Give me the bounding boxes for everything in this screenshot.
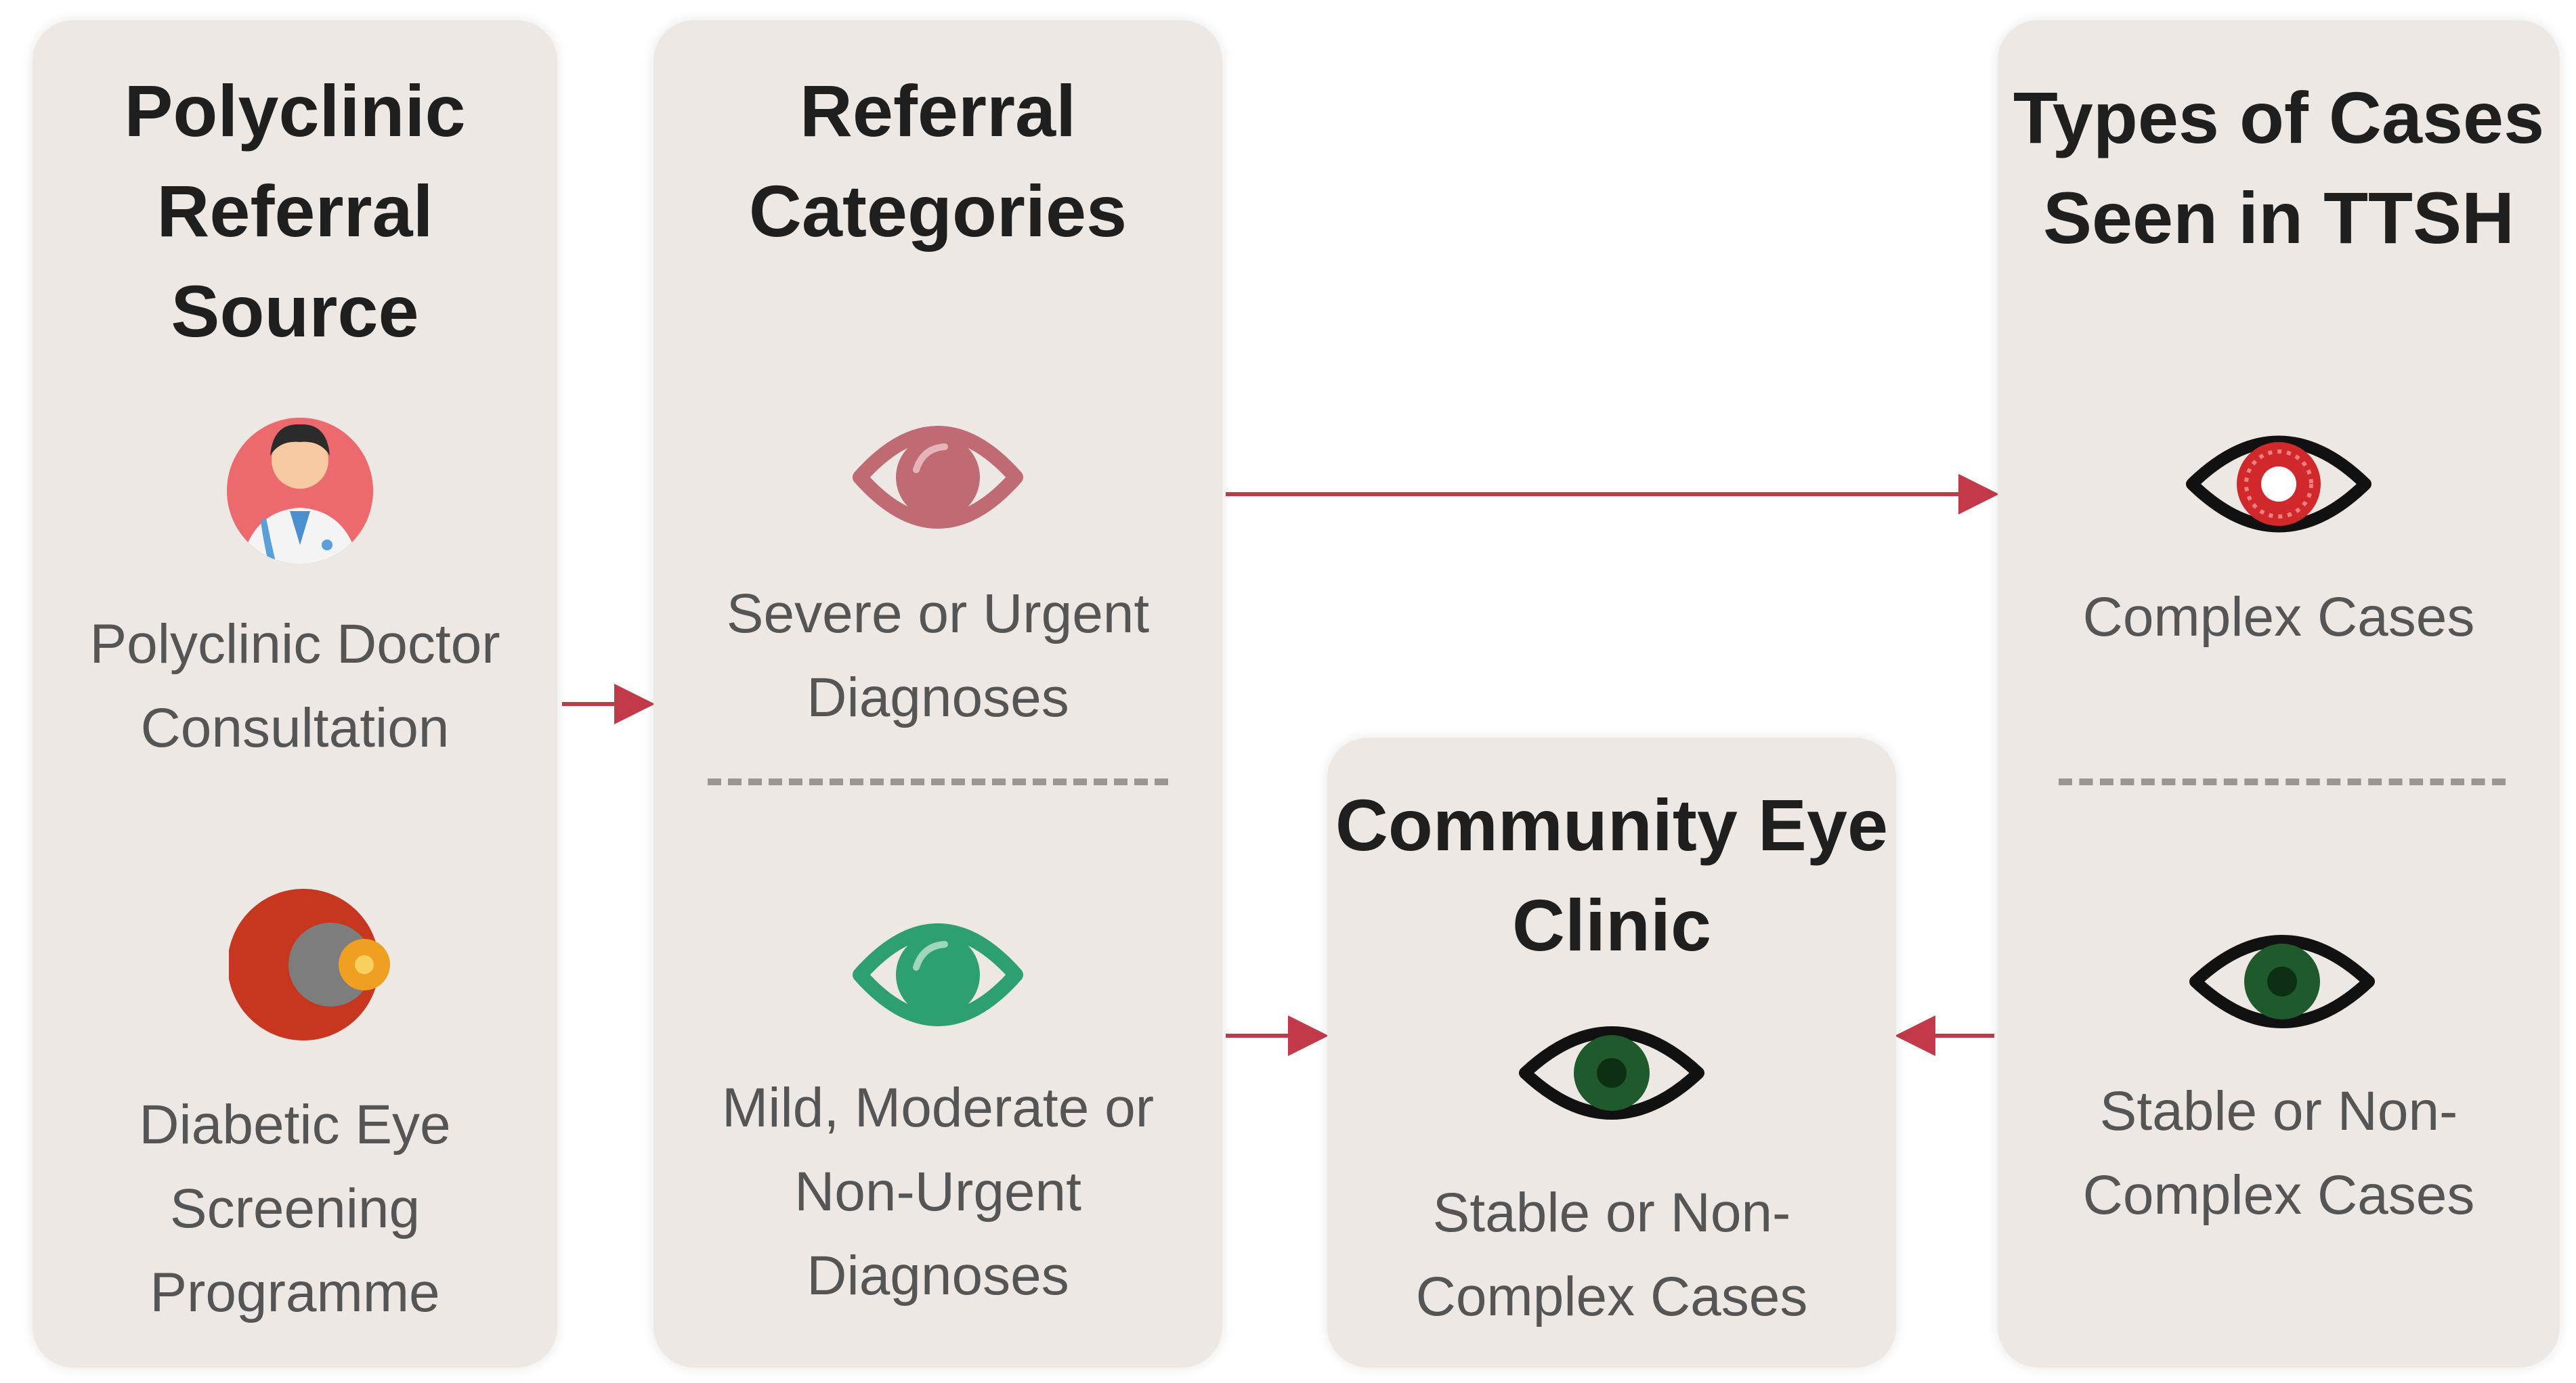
community-stable-label: Stable or Non- Complex Cases	[1327, 1171, 1896, 1339]
title-line: Clinic	[1511, 884, 1712, 966]
panel-title: Polyclinic Referral Source	[33, 61, 557, 361]
label-line: Diabetic Eye	[139, 1094, 451, 1156]
complex-cases-label: Complex Cases	[1998, 575, 2560, 659]
label-line: Stable or Non-	[1432, 1182, 1791, 1244]
polyclinic-doctor-label: Polyclinic Doctor Consultation	[33, 602, 557, 770]
title-line: Categories	[748, 170, 1128, 252]
title-line: Referral Source	[156, 170, 433, 352]
community-eye-clinic-panel: Community Eye Clinic Stable or Non- Comp…	[1327, 738, 1896, 1367]
label-line: Consultation	[140, 697, 450, 759]
label-line: Complex Cases	[2082, 586, 2475, 648]
label-line: Severe or Urgent	[726, 583, 1150, 644]
types-stable-label: Stable or Non- Complex Cases	[1998, 1070, 2560, 1237]
label-line: Stable or Non-	[2099, 1080, 2458, 1142]
doctor-icon	[227, 418, 373, 564]
referral-categories-panel: Referral Categories Severe or Urgent Dia…	[653, 20, 1222, 1367]
eye-screening-icon	[229, 889, 390, 1040]
label-line: Non-Urgent	[794, 1161, 1081, 1223]
panel-title: Referral Categories	[653, 61, 1222, 261]
polyclinic-referral-source-panel: Polyclinic Referral Source Polyclinic Do…	[33, 20, 557, 1367]
label-line: Complex Cases	[2082, 1164, 2475, 1226]
label-line: Diagnoses	[807, 1245, 1069, 1307]
label-line: Complex Cases	[1415, 1266, 1808, 1327]
title-line: Types of Cases	[2013, 76, 2545, 158]
label-line: Screening Programme	[150, 1178, 440, 1323]
mild-moderate-label: Mild, Moderate or Non-Urgent Diagnoses	[653, 1066, 1222, 1318]
severe-urgent-label: Severe or Urgent Diagnoses	[653, 572, 1222, 740]
types-of-cases-panel: Types of Cases Seen in TTSH Complex Case…	[1998, 20, 2560, 1367]
title-line: Polyclinic	[124, 70, 466, 152]
label-line: Diagnoses	[807, 667, 1069, 728]
red-eye-icon	[2186, 435, 2371, 533]
title-line: Referral	[799, 70, 1077, 152]
eye-icon	[853, 923, 1023, 1026]
panel-title: Community Eye Clinic	[1327, 775, 1896, 975]
diabetic-eye-screening-label: Diabetic Eye Screening Programme	[33, 1083, 557, 1335]
green-eye-icon	[1519, 1026, 1704, 1120]
divider	[2059, 778, 2506, 785]
title-line: Seen in TTSH	[2042, 177, 2515, 259]
label-line: Mild, Moderate or	[721, 1077, 1155, 1139]
eye-icon	[853, 426, 1023, 529]
label-line: Polyclinic Doctor	[89, 613, 500, 675]
panel-title: Types of Cases Seen in TTSH	[1998, 68, 2560, 268]
divider	[708, 778, 1168, 785]
title-line: Community Eye	[1335, 784, 1889, 866]
green-eye-icon	[2189, 935, 2375, 1028]
